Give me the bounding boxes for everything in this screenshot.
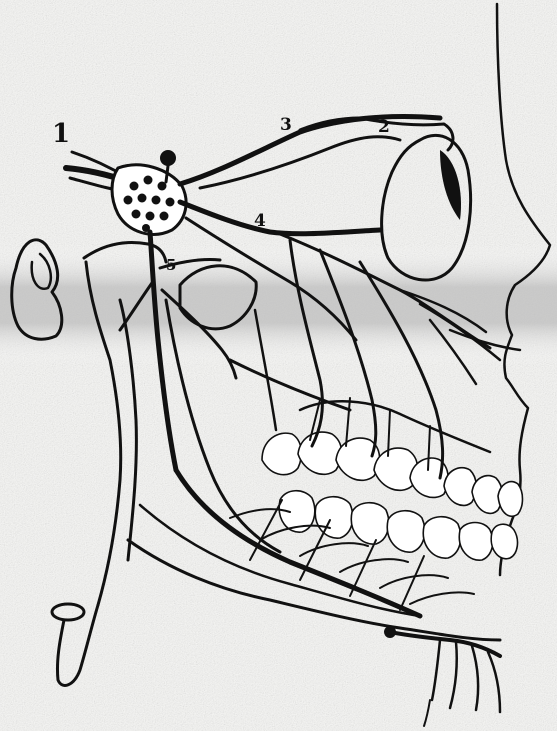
label-3: 3 xyxy=(280,115,292,135)
label-2: 2 xyxy=(378,117,390,137)
label-4: 4 xyxy=(254,211,266,231)
label-1: 1 xyxy=(52,119,70,149)
knot-stem xyxy=(166,166,168,182)
ciliary-ganglion-knot xyxy=(160,150,176,166)
label-5: 5 xyxy=(166,256,176,274)
scan-band xyxy=(0,245,557,365)
